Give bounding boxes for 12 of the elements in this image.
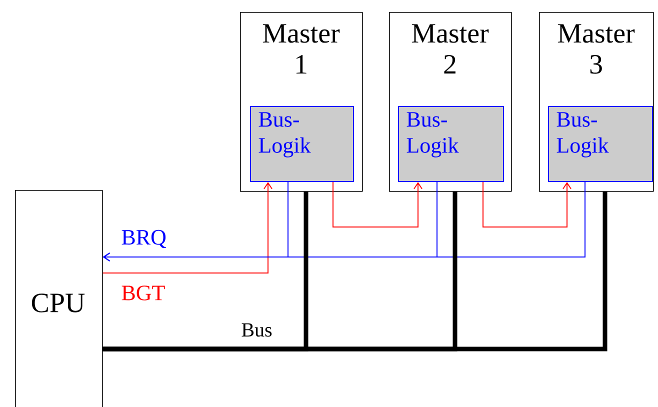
- edge-label: BRQ: [122, 230, 166, 248]
- cpu-box: CPU: [15, 190, 103, 407]
- signal-arrow: [482, 182, 572, 228]
- signal-arrow: [102, 182, 586, 262]
- logic-box: Bus- Logik: [398, 106, 504, 182]
- logic-box: Bus- Logik: [250, 106, 354, 182]
- logic-box: Bus- Logik: [548, 106, 653, 182]
- edge-label: BGT: [122, 286, 165, 300]
- edge-label: Bus: [242, 323, 272, 337]
- bus-line: [102, 192, 608, 352]
- signal-arrow: [102, 182, 272, 274]
- signal-arrow: [332, 182, 422, 228]
